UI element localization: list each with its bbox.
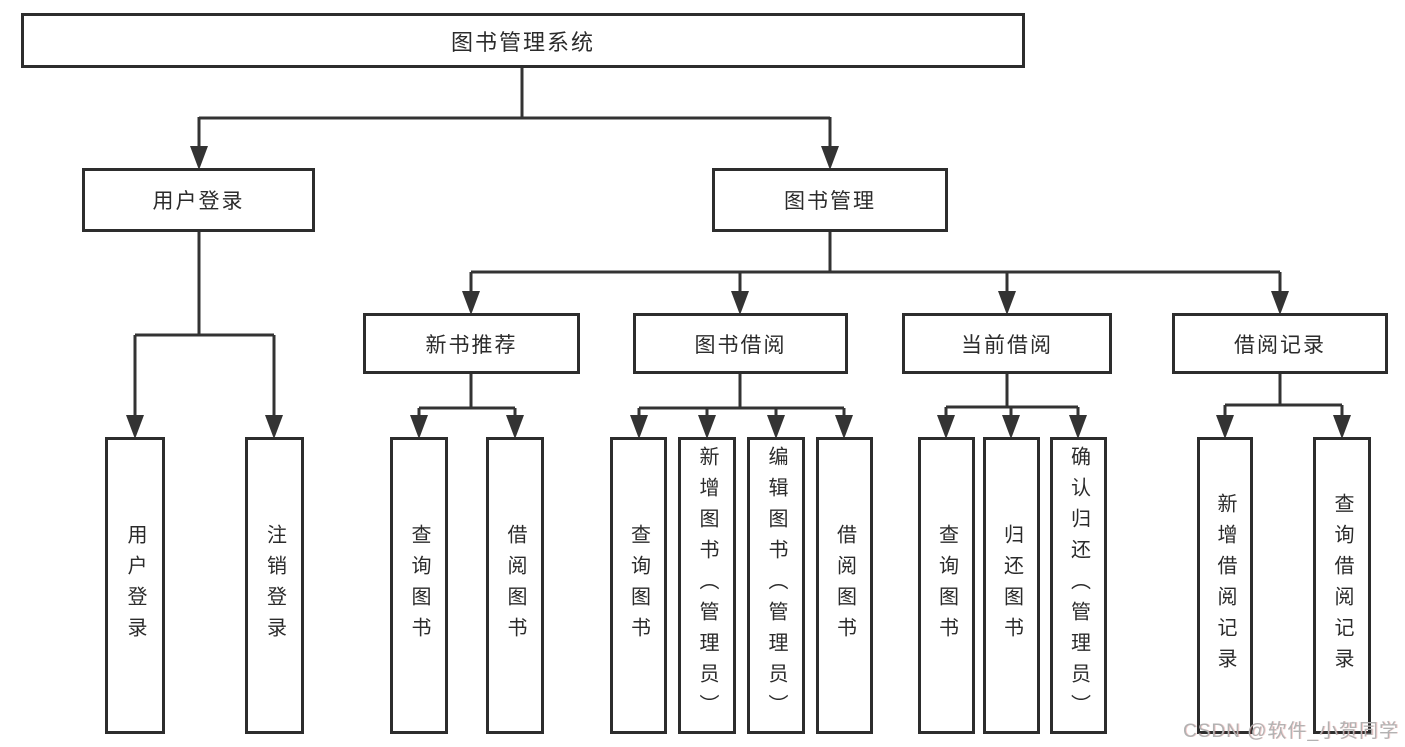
node-new-book-rec: 新书推荐 bbox=[363, 313, 580, 374]
leaf-add-book-admin-label: 新增图书（管理员） bbox=[696, 446, 718, 725]
node-root-label: 图书管理系统 bbox=[450, 29, 595, 55]
leaf-edit-book-admin-label: 编辑图书（管理员） bbox=[765, 446, 787, 725]
leaf-return-book: 归还图书 bbox=[983, 437, 1040, 734]
leaf-confirm-return-admin: 确认归还（管理员） bbox=[1050, 437, 1107, 734]
leaf-query-books-borrow-label: 查询图书 bbox=[627, 523, 650, 648]
node-current-borrow-label: 当前借阅 bbox=[961, 333, 1053, 357]
leaf-query-books-current-label: 查询图书 bbox=[935, 523, 958, 648]
node-user-login-label: 用户登录 bbox=[152, 190, 245, 213]
node-book-mgmt-label: 图书管理 bbox=[784, 190, 876, 213]
node-book-borrow: 图书借阅 bbox=[633, 313, 848, 374]
node-borrow-records: 借阅记录 bbox=[1172, 313, 1388, 374]
leaf-user-login: 用户登录 bbox=[105, 437, 165, 734]
leaf-add-borrow-record-label: 新增借阅记录 bbox=[1214, 492, 1236, 679]
node-book-mgmt: 图书管理 bbox=[712, 168, 948, 232]
csdn-watermark: CSDN @软件_小贺同学 bbox=[1183, 721, 1399, 742]
leaf-edit-book-admin: 编辑图书（管理员） bbox=[747, 437, 805, 734]
leaf-logout: 注销登录 bbox=[245, 437, 304, 734]
leaf-query-books-borrow: 查询图书 bbox=[610, 437, 667, 734]
leaf-return-book-label: 归还图书 bbox=[1000, 523, 1023, 648]
leaf-query-books-current: 查询图书 bbox=[918, 437, 975, 734]
node-new-book-rec-label: 新书推荐 bbox=[425, 333, 518, 357]
leaf-borrow-books-rec-label: 借阅图书 bbox=[504, 523, 526, 648]
node-current-borrow: 当前借阅 bbox=[902, 313, 1112, 374]
leaf-query-borrow-record-label: 查询借阅记录 bbox=[1331, 492, 1353, 679]
leaf-borrow-books: 借阅图书 bbox=[816, 437, 873, 734]
node-borrow-records-label: 借阅记录 bbox=[1234, 333, 1326, 357]
node-user-login: 用户登录 bbox=[82, 168, 315, 232]
leaf-logout-label: 注销登录 bbox=[263, 523, 286, 648]
leaf-query-books-rec: 查询图书 bbox=[390, 437, 448, 734]
leaf-confirm-return-admin-label: 确认归还（管理员） bbox=[1067, 446, 1090, 725]
leaf-query-books-rec-label: 查询图书 bbox=[408, 523, 430, 648]
leaf-query-borrow-record: 查询借阅记录 bbox=[1313, 437, 1371, 734]
node-book-borrow-label: 图书借阅 bbox=[694, 333, 787, 357]
leaf-borrow-books-rec: 借阅图书 bbox=[486, 437, 544, 734]
node-root: 图书管理系统 bbox=[21, 13, 1025, 68]
leaf-add-borrow-record: 新增借阅记录 bbox=[1197, 437, 1253, 734]
leaf-borrow-books-label: 借阅图书 bbox=[833, 523, 856, 648]
leaf-add-book-admin: 新增图书（管理员） bbox=[678, 437, 736, 734]
leaf-user-login-label: 用户登录 bbox=[124, 523, 146, 648]
